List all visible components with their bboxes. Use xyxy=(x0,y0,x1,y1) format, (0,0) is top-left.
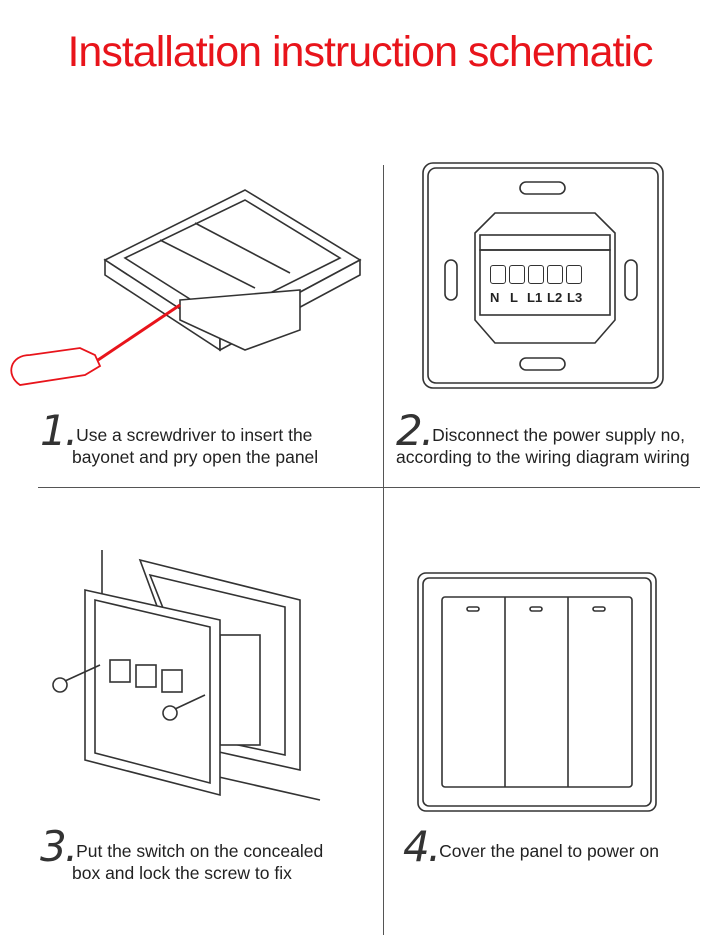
step-2: 2.Disconnect the power supply no, accord… xyxy=(396,410,690,468)
step-number: 4. xyxy=(403,822,441,871)
terminal-slot xyxy=(547,265,563,284)
step-text: Disconnect the power supply no, xyxy=(432,425,685,445)
step-text: bayonet and pry open the panel xyxy=(72,447,319,467)
terminal-label: L xyxy=(510,290,518,305)
step-3: 3.Put the switch on the concealed box an… xyxy=(40,826,324,884)
terminal-block xyxy=(490,265,582,284)
step-number: 2. xyxy=(396,406,434,455)
step-text: box and lock the screw to fix xyxy=(72,863,292,883)
mount-switch-illustration xyxy=(52,550,321,801)
terminal-label: L3 xyxy=(567,290,583,305)
terminal-slot xyxy=(490,265,506,284)
step-number: 1. xyxy=(40,406,78,455)
page-title: Installation instruction schematic xyxy=(67,28,653,76)
divider-horizontal xyxy=(38,487,700,488)
terminal-slot xyxy=(566,265,582,284)
terminal-slot xyxy=(528,265,544,284)
terminal-label: L2 xyxy=(547,290,563,305)
divider-vertical xyxy=(383,165,384,935)
terminal-label: N xyxy=(490,290,500,305)
finished-switch-illustration xyxy=(417,572,657,812)
step-1: 1.Use a screwdriver to insert the bayone… xyxy=(40,410,319,468)
wiring-diagram-illustration xyxy=(422,162,664,389)
step-text: Use a screwdriver to insert the xyxy=(76,425,313,445)
step-4: 4.Cover the panel to power on xyxy=(403,826,659,868)
terminal-label: L1 xyxy=(527,290,543,305)
step-number: 3. xyxy=(40,822,78,871)
pry-panel-illustration xyxy=(10,189,362,386)
step-text: according to the wiring diagram wiring xyxy=(396,447,690,467)
terminal-slot xyxy=(509,265,525,284)
step-text: Put the switch on the concealed xyxy=(76,841,324,861)
step-text: Cover the panel to power on xyxy=(439,841,659,861)
